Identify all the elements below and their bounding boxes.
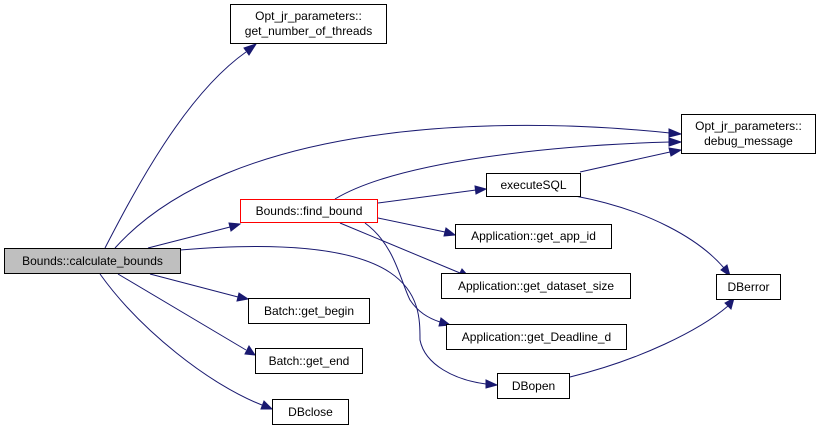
node-db-error[interactable]: DBerror bbox=[716, 274, 781, 300]
node-get-app-id[interactable]: Application::get_app_id bbox=[455, 224, 612, 249]
node-get-begin[interactable]: Batch::get_begin bbox=[248, 298, 370, 324]
edge-calculate-bounds-to-get-number-of-threads bbox=[104, 51, 247, 249]
arrowhead-get-end bbox=[244, 345, 257, 356]
arrowhead-db-error-2 bbox=[724, 296, 735, 310]
arrowhead-find-bound bbox=[228, 222, 242, 232]
arrowhead-db-error-1 bbox=[720, 264, 731, 278]
node-get-dataset-size-label: Application::get_dataset_size bbox=[457, 278, 615, 293]
node-get-dataset-size[interactable]: Application::get_dataset_size bbox=[441, 273, 631, 299]
arrowhead-execute-sql bbox=[474, 185, 488, 195]
edge-db-open-to-db-error bbox=[569, 305, 729, 378]
edge-find-bound-to-debug-message bbox=[334, 141, 671, 200]
arrowhead-db-close bbox=[260, 400, 274, 410]
node-get-number-of-threads-line2: get_number_of_threads bbox=[244, 24, 373, 38]
edge-execute-sql-to-debug-message bbox=[579, 151, 671, 173]
edge-calculate-bounds-to-get-end bbox=[117, 273, 247, 351]
arrowhead-get-begin bbox=[236, 292, 250, 302]
node-execute-sql[interactable]: executeSQL bbox=[486, 173, 581, 197]
node-get-number-of-threads[interactable]: Opt_jr_parameters:: get_number_of_thread… bbox=[230, 4, 387, 44]
node-find-bound-label: Bounds::find_bound bbox=[255, 203, 363, 218]
arrowhead-debug-message-1 bbox=[668, 128, 683, 138]
node-get-begin-label: Batch::get_begin bbox=[263, 303, 355, 318]
node-debug-message-line1: Opt_jr_parameters:: bbox=[695, 119, 802, 133]
edge-find-bound-to-execute-sql bbox=[377, 189, 477, 204]
node-calculate-bounds-label: Bounds::calculate_bounds bbox=[22, 253, 163, 268]
node-debug-message-line2: debug_message bbox=[704, 134, 793, 148]
node-calculate-bounds[interactable]: Bounds::calculate_bounds bbox=[4, 248, 181, 274]
edge-execute-sql-to-db-error bbox=[574, 195, 725, 269]
node-get-app-id-label: Application::get_app_id bbox=[471, 229, 596, 243]
node-get-number-of-threads-line1: Opt_jr_parameters:: bbox=[255, 9, 362, 23]
arrowhead-debug-message-2 bbox=[668, 137, 683, 147]
node-get-end-label: Batch::get_end bbox=[268, 353, 350, 368]
edge-calculate-bounds-to-debug-message bbox=[114, 124, 671, 249]
node-debug-message[interactable]: Opt_jr_parameters:: debug_message bbox=[681, 114, 816, 154]
arrowhead-debug-message-3 bbox=[668, 147, 683, 157]
edge-calculate-bounds-to-find-bound bbox=[147, 226, 231, 249]
edge-calculate-bounds-to-db-open bbox=[179, 246, 487, 385]
node-execute-sql-label: executeSQL bbox=[500, 177, 567, 192]
edge-calculate-bounds-to-get-begin bbox=[149, 273, 239, 298]
node-db-close-label: DBclose bbox=[288, 404, 333, 419]
node-db-error-label: DBerror bbox=[727, 279, 770, 294]
node-db-open-label: DBopen bbox=[511, 378, 556, 393]
node-get-deadline-d[interactable]: Application::get_Deadline_d bbox=[446, 324, 627, 350]
edge-find-bound-to-get-app-id bbox=[377, 217, 446, 233]
node-db-open[interactable]: DBopen bbox=[497, 373, 570, 399]
edge-calculate-bounds-to-db-close bbox=[99, 273, 263, 406]
node-get-end[interactable]: Batch::get_end bbox=[255, 348, 363, 374]
arrowhead-get-number-of-threads bbox=[243, 43, 258, 56]
node-get-deadline-d-label: Application::get_Deadline_d bbox=[461, 329, 612, 344]
edge-find-bound-to-get-dataset-size bbox=[339, 222, 461, 274]
node-db-close[interactable]: DBclose bbox=[272, 399, 349, 425]
edge-find-bound-to-get-deadline-d bbox=[364, 222, 441, 323]
arrowhead-get-app-id bbox=[443, 227, 457, 237]
node-find-bound[interactable]: Bounds::find_bound bbox=[240, 199, 378, 223]
arrowhead-db-open bbox=[485, 379, 499, 389]
